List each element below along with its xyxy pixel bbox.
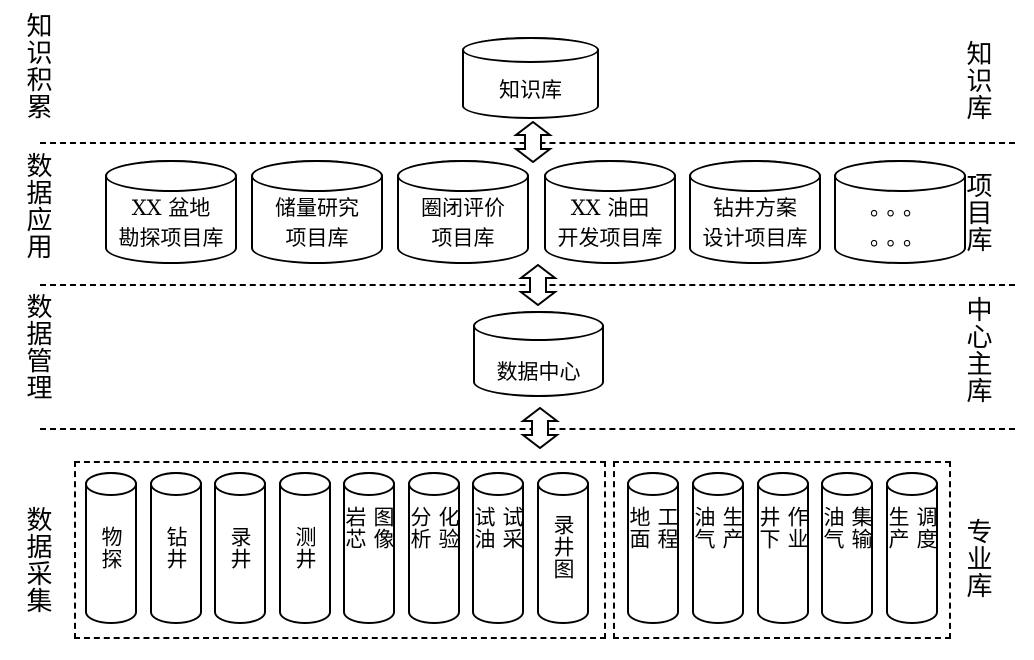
project-db-cylinder: XX 油田开发项目库 <box>544 160 676 264</box>
collection-db-label: 生产调度 <box>886 506 938 550</box>
base-label-center: 中心主库 <box>962 296 992 404</box>
project-db-cylinder: 储量研究项目库 <box>251 160 383 264</box>
collection-db-cylinder: 油气集输 <box>821 472 873 624</box>
collection-db-label: 试油试采 <box>472 506 524 550</box>
layer-label-collection: 数据采集 <box>22 506 52 614</box>
double-arrow-icon <box>520 407 560 449</box>
collection-db-label: 录井 <box>228 526 252 570</box>
collection-db-label: 钻井 <box>164 526 188 570</box>
project-db-label: XX 盆地勘探项目库 <box>118 196 224 250</box>
data-center-cylinder: 数据中心 <box>473 311 604 397</box>
project-db-label: XX 油田开发项目库 <box>557 196 663 250</box>
project-db-label: 圈闭评价项目库 <box>421 196 505 250</box>
knowledge-db-cylinder: 知识库 <box>462 37 599 119</box>
collection-db-label: 测井 <box>293 526 317 570</box>
project-db-cylinder: XX 盆地勘探项目库 <box>105 160 237 264</box>
project-db-cylinder: 钻井方案设计项目库 <box>689 160 821 264</box>
collection-db-cylinder: 测井 <box>279 472 331 624</box>
collection-db-cylinder: 油气生产 <box>692 472 744 624</box>
separator-line-2 <box>40 284 1015 286</box>
collection-db-cylinder: 试油试采 <box>472 472 524 624</box>
collection-db-label: 井下作业 <box>757 506 809 550</box>
project-db-label: 钻井方案设计项目库 <box>702 196 808 250</box>
collection-db-cylinder: 物探 <box>85 472 137 624</box>
collection-db-label: 油气生产 <box>692 506 744 550</box>
collection-db-cylinder: 钻井 <box>150 472 202 624</box>
collection-db-cylinder: 生产调度 <box>886 472 938 624</box>
project-db-cylinder: 。。。。。。 <box>834 160 966 264</box>
collection-db-cylinder: 井下作业 <box>757 472 809 624</box>
collection-db-cylinder: 录井 <box>214 472 266 624</box>
base-label-special: 专业库 <box>962 518 992 599</box>
data-center-label: 数据中心 <box>496 360 581 384</box>
project-db-cylinder: 圈闭评价项目库 <box>397 160 529 264</box>
layer-label-application: 数据应用 <box>22 152 52 260</box>
base-label-knowledge: 知识库 <box>962 40 992 121</box>
project-db-label: 。。。。。。 <box>870 196 930 250</box>
collection-group-box-1 <box>74 461 606 639</box>
knowledge-db-label: 知识库 <box>499 78 562 102</box>
base-label-project: 项目库 <box>962 172 992 253</box>
collection-db-label: 录井图 <box>551 514 575 580</box>
double-arrow-icon <box>513 121 553 163</box>
double-arrow-icon <box>518 264 558 306</box>
collection-db-cylinder: 分析化验 <box>408 472 460 624</box>
collection-db-label: 分析化验 <box>408 506 460 550</box>
collection-db-cylinder: 地面工程 <box>627 472 679 624</box>
collection-db-label: 地面工程 <box>627 506 679 550</box>
layer-label-management: 数据管理 <box>22 293 52 401</box>
collection-db-label: 岩芯图像 <box>343 506 395 550</box>
collection-group-box-2 <box>613 461 951 639</box>
collection-db-cylinder: 录井图 <box>537 472 589 624</box>
project-db-label: 储量研究项目库 <box>275 196 359 250</box>
collection-db-cylinder: 岩芯图像 <box>343 472 395 624</box>
collection-db-label: 物探 <box>99 526 123 570</box>
layer-label-knowledge: 知识积累 <box>22 12 52 120</box>
collection-db-label: 油气集输 <box>821 506 873 550</box>
separator-line-3 <box>40 428 1015 430</box>
